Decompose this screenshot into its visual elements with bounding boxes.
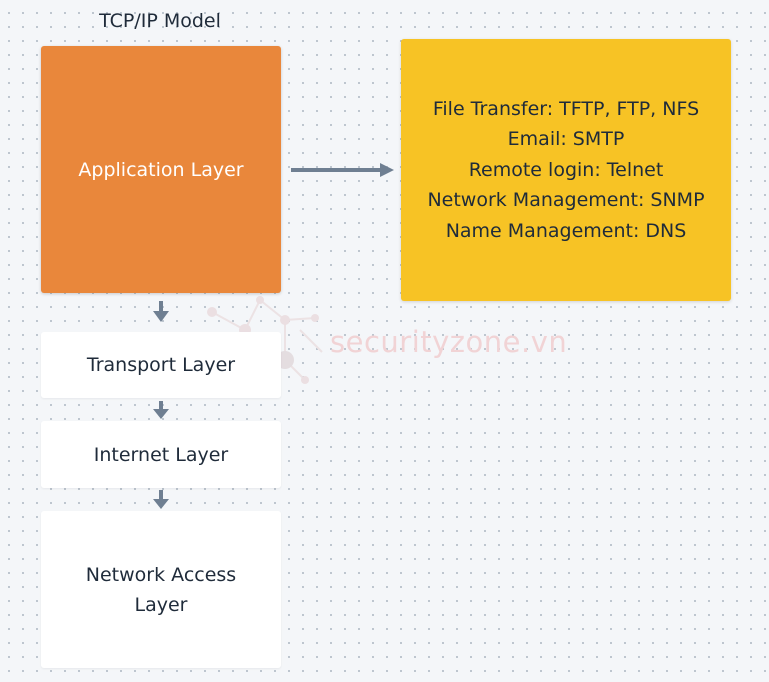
protocols-box: File Transfer: TFTP, FTP, NFS Email: SMT… [401,39,731,301]
application-layer-box: Application Layer [41,46,281,293]
transport-layer-label: Transport Layer [86,354,236,376]
protocol-line-file-transfer: File Transfer: TFTP, FTP, NFS [432,97,700,120]
diagram-title: TCP/IP Model [99,10,221,32]
arrow-transport-to-internet [153,401,169,419]
network-access-layer-box: Network Access Layer [41,511,281,668]
arrow-application-to-transport [153,301,169,322]
internet-layer-box: Internet Layer [41,421,281,488]
protocol-line-name-management: Name Management: DNS [445,219,687,242]
arrow-internet-to-network-access [153,490,169,509]
watermark-text: securityzone.vn [330,325,568,359]
transport-layer-box: Transport Layer [41,332,281,398]
application-layer-label: Application Layer [78,158,244,181]
network-access-layer-label: Network Access Layer [85,563,237,616]
arrow-application-to-protocols [291,163,394,177]
internet-layer-label: Internet Layer [93,443,229,466]
protocol-line-email: Email: SMTP [507,128,625,151]
protocol-line-network-management: Network Management: SNMP [427,189,705,212]
protocol-line-remote-login: Remote login: Telnet [468,158,664,181]
